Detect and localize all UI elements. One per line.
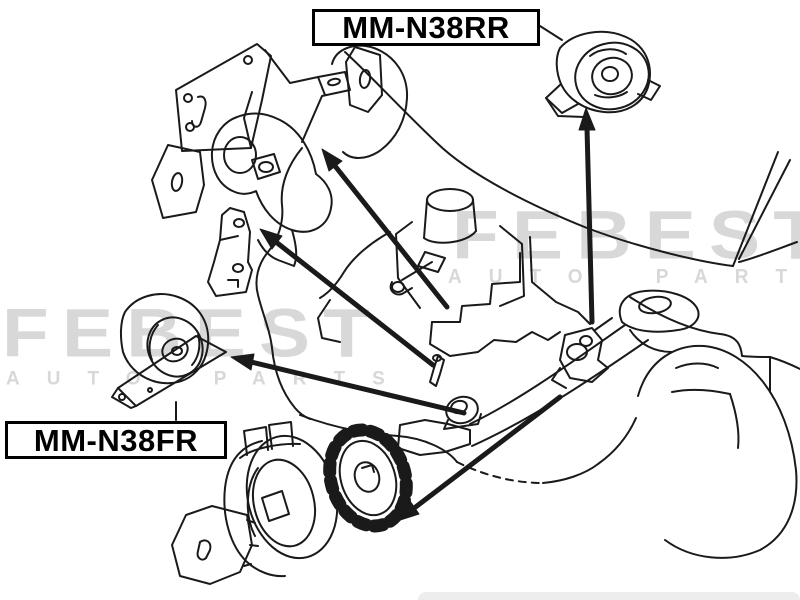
cover-plate-icon	[171, 505, 259, 585]
rear-engine-mount-icon	[545, 30, 661, 118]
front-engine-mount-icon	[111, 293, 227, 409]
upper-engine-mount-icon	[210, 49, 351, 267]
engine-bracket-plate-icon	[175, 43, 272, 152]
mount-housing-icon	[223, 421, 339, 578]
subframe-outline	[397, 289, 700, 456]
arrow-to-front-mount	[230, 353, 467, 416]
label-connectors	[175, 25, 563, 421]
arrow-to-bottom-assembly	[396, 394, 563, 522]
arrows	[230, 107, 596, 522]
shim-plate-lower-icon	[151, 144, 205, 219]
arrow-to-rear-mount	[578, 107, 596, 325]
small-stud-icon	[429, 354, 445, 387]
watermark-brand-left: FEBEST	[2, 295, 384, 372]
part-label-mm-n38rr: MM-N38RR	[312, 9, 540, 46]
watermark-brand-right: FEBEST	[452, 197, 800, 274]
part-label-mm-n38fr: MM-N38FR	[5, 421, 227, 459]
toothed-disc-icon	[323, 423, 413, 533]
watermark-tagline-right: AUTO PARTS	[448, 265, 800, 288]
watermark-tagline-left: AUTO PARTS	[6, 367, 412, 390]
arrow-to-upper-mount	[321, 148, 450, 310]
small-bracket-icon	[207, 207, 253, 297]
car-body-outline	[255, 44, 800, 559]
installed-rear-mount-icon	[551, 317, 613, 389]
shim-plate-upper-icon	[345, 46, 383, 113]
strut-tower-icon	[395, 188, 525, 309]
bottom-scroll-bar	[418, 592, 800, 600]
arrow-to-small-bracket	[259, 228, 436, 368]
